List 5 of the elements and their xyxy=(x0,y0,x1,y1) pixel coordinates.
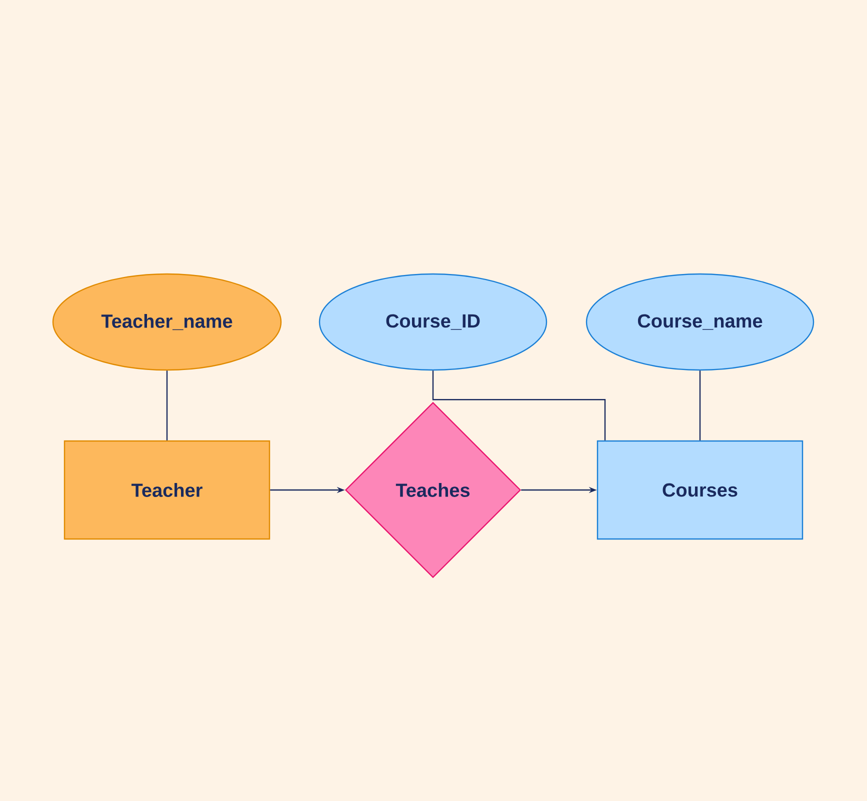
connector-line xyxy=(166,370,168,440)
connector-line xyxy=(432,370,606,440)
entity-box: Courses xyxy=(596,440,804,540)
connector-line xyxy=(699,370,701,440)
entity-box: Teacher xyxy=(64,440,270,540)
